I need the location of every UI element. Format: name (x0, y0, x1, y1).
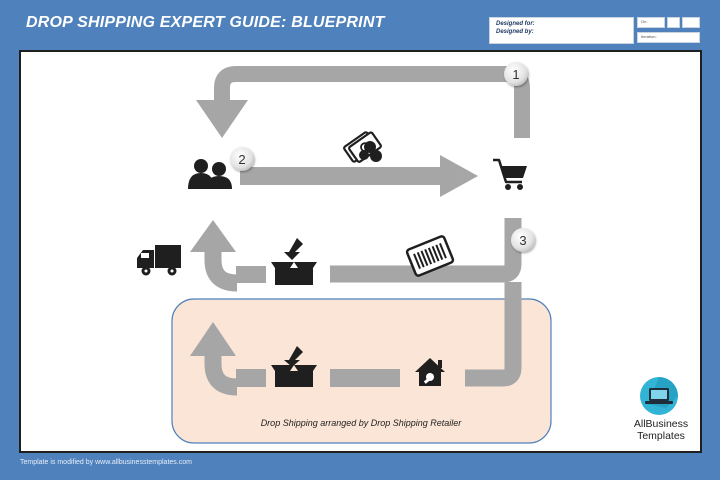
flow-arrow-dropship-shaft (465, 282, 522, 387)
footer-credit[interactable]: Template is modified by www.allbusinesst… (20, 459, 192, 466)
flow-arrow-return-segment (236, 266, 266, 283)
step-label-1: 1 (512, 67, 519, 82)
dropship-caption: Drop Shipping arranged by Drop Shipping … (261, 418, 463, 428)
step-badge-3: 3 (511, 228, 535, 252)
flow-arrow-dropship-segment (236, 369, 266, 387)
brand-name-line2: Templates (637, 430, 685, 442)
brand-name-line1: AllBusiness (634, 418, 688, 430)
flow-arrow-order-shaft (214, 66, 530, 138)
package-icon-dropship (271, 346, 317, 387)
flow-arrow-payment-head (440, 155, 478, 197)
on-date-box-3 (682, 17, 700, 28)
flow-arrow-fulfil-shaft (330, 218, 522, 283)
users-icon (188, 159, 232, 189)
delivery-truck-icon (137, 245, 181, 276)
shopping-cart-icon (493, 158, 527, 190)
barcode-icon (405, 235, 455, 277)
iteration-box: Iteration: (637, 32, 700, 43)
design-info-box: Designed for: Designed by: (489, 17, 634, 44)
iteration-label: Iteration: (641, 34, 657, 39)
step-label-3: 3 (519, 233, 526, 248)
coins-icon (359, 141, 382, 162)
designed-by-label: Designed by: (496, 29, 534, 35)
flow-arrow-return-head (190, 220, 236, 252)
page-title: DROP SHIPPING EXPERT GUIDE: BLUEPRINT (26, 14, 385, 31)
flow-arrow-dropship-mid (330, 369, 400, 387)
brand-logo-icon (640, 377, 678, 415)
flow-arrow-order-head (196, 100, 248, 138)
flow-arrow-dropship-up (204, 356, 238, 396)
flow-arrow-return-shaft (204, 250, 238, 292)
on-date-box: On: (637, 17, 665, 28)
package-icon (271, 238, 317, 285)
step-badge-1: 1 (504, 62, 528, 86)
step-label-2: 2 (238, 152, 245, 167)
flow-arrow-dropship-head (190, 322, 236, 356)
on-date-box-2 (667, 17, 680, 28)
on-label: On: (641, 19, 648, 24)
flow-arrow-payment-shaft (240, 167, 440, 185)
warehouse-icon (415, 358, 445, 386)
step-badge-2: 2 (230, 147, 254, 171)
designed-for-label: Designed for: (496, 21, 535, 27)
